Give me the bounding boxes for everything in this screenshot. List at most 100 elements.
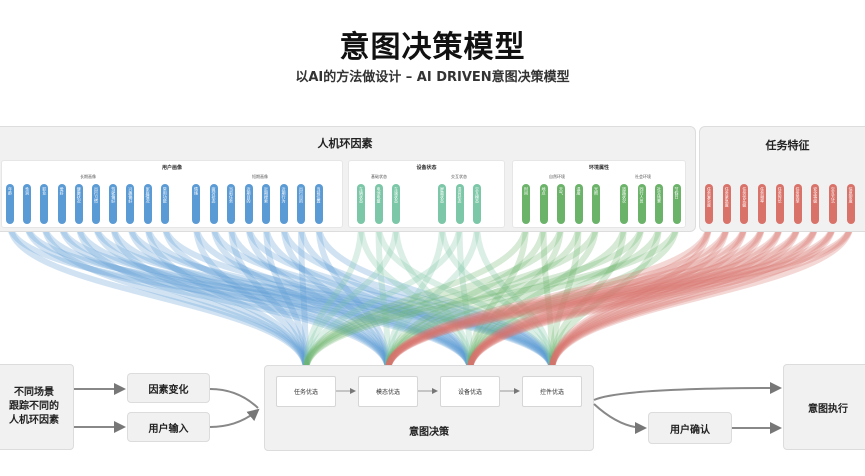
flow-ribbon	[110, 223, 473, 371]
social-env-title: 社会环境	[635, 174, 651, 179]
flow-ribbon	[467, 223, 819, 371]
factor-pill-short-term: 近期搜索	[262, 184, 270, 224]
factor-pill-natural-env: 温度	[574, 184, 583, 224]
factor-pill-task: 任务优先级	[740, 184, 749, 224]
execute-text: 意图执行	[808, 403, 848, 415]
flow-ribbon	[385, 223, 730, 371]
factor-pill-task: 任务时长	[775, 184, 784, 224]
flow-ribbon	[93, 223, 555, 371]
factor-pill-label: 任务复杂度	[707, 187, 712, 207]
factor-pill-label: 屏幕状态	[440, 187, 445, 203]
factor-pill-label: 车速状态	[394, 187, 399, 203]
factor-pill-task: 信息密度	[846, 184, 855, 224]
factor-pill-natural-env: 天气	[557, 184, 565, 224]
flow-ribbon	[549, 223, 783, 371]
user-confirm-text: 用户确认	[670, 424, 710, 436]
step-control-select: 控件优选	[522, 376, 582, 407]
flow-ribbon	[549, 223, 836, 371]
natural-env-title: 自然环境	[549, 174, 565, 179]
factor-pill-label: 疲劳状态	[211, 187, 217, 203]
factor-pill-basic-state: 车辆状态	[357, 184, 365, 224]
factor-pill-label: 天气	[559, 187, 564, 195]
factor-pill-label: 任务频率	[760, 187, 766, 203]
factor-pill-long-term: 常用功能	[160, 184, 169, 224]
flow-ribbon	[467, 223, 748, 371]
factor-pill-label: 健康状况	[76, 187, 82, 203]
flow-ribbon	[245, 223, 391, 371]
flow-ribbon	[549, 223, 766, 371]
flow-ribbon	[280, 223, 391, 371]
flow-ribbon	[315, 223, 391, 371]
factor-pill-social-env: 节假日	[672, 184, 681, 224]
flow-ribbon	[358, 223, 473, 371]
flow-ribbon	[263, 223, 309, 371]
flow-ribbon	[375, 223, 391, 371]
factor-pill-label: 信息密度	[848, 187, 854, 203]
factor-pill-natural-env: 时间	[522, 184, 530, 224]
flow-ribbon	[7, 223, 309, 371]
flow-ribbon	[193, 223, 473, 371]
environment-title: 环境属性	[588, 165, 609, 171]
flow-ribbon	[41, 223, 473, 371]
flow-ribbon	[210, 223, 555, 371]
flow-ribbon	[385, 223, 766, 371]
factor-pill-label: 兴趣偏好	[128, 187, 134, 203]
factor-pill-natural-env: 光照	[592, 184, 600, 224]
user-input-box: 用户输入	[127, 412, 210, 442]
flow-ribbon	[303, 223, 529, 371]
factor-pill-label: 家庭情况	[145, 187, 151, 203]
factor-change-text: 因素变化	[148, 384, 189, 396]
factor-pill-basic-state: 电池电量	[374, 184, 383, 224]
flow-ribbon	[467, 223, 801, 371]
flow-ribbon	[385, 223, 712, 371]
flow-ribbon	[467, 223, 712, 371]
user-profile-title: 用户画像	[161, 165, 182, 171]
flow-ribbon	[127, 223, 391, 371]
flow-ribbon	[467, 223, 783, 371]
flow-ribbon	[75, 223, 309, 371]
execute-box: 意图执行	[783, 364, 865, 450]
factor-pill-label: 社交场景	[657, 187, 662, 203]
factor-pill-short-term: 当前任务	[227, 184, 235, 224]
factor-pill-task: 交互方式	[828, 184, 837, 224]
factor-pill-social-env: 同行人员	[637, 184, 646, 224]
flow-ribbon	[385, 223, 445, 371]
flow-ribbon	[456, 223, 473, 371]
human-env-title: 人机环因素	[317, 137, 373, 150]
flow-ribbon	[280, 223, 555, 371]
factor-pill-label: 出行目的	[299, 187, 304, 203]
factor-pill-label: 职业	[42, 187, 48, 195]
factor-pill-short-term: 出行目的	[297, 184, 305, 224]
flow-ribbon	[467, 223, 766, 371]
factor-pill-label: 常用功能	[162, 187, 168, 203]
flow-ribbon	[385, 223, 480, 371]
flow-ribbon	[549, 223, 801, 371]
factor-pill-label: 任务类型	[795, 187, 801, 203]
factor-pill-label: 驾驶偏好	[111, 187, 117, 203]
decision-title: 意图决策	[409, 427, 449, 438]
flow-ribbon	[110, 223, 309, 371]
factor-pill-natural-env: 地点	[539, 184, 548, 224]
factor-pill-label: 年龄	[8, 187, 13, 195]
flow-ribbon	[298, 223, 473, 371]
user-confirm-box: 用户确认	[648, 412, 732, 444]
factor-pill-label: 任务紧急度	[724, 187, 730, 207]
factor-pill-long-term: 驾驶偏好	[109, 184, 118, 224]
factor-pill-interaction: 语音状态	[455, 184, 464, 224]
flow-ribbon	[228, 223, 473, 371]
flow-ribbon	[385, 223, 627, 371]
scene-box: 不同场景 跟踪不同的 人机环因素	[0, 364, 74, 450]
task-title: 任务特征	[765, 139, 810, 152]
flow-ribbon	[385, 223, 854, 371]
factor-pill-label: 交互模态	[475, 187, 480, 203]
flow-ribbon	[303, 223, 645, 371]
flow-ribbon	[41, 223, 309, 371]
flow-ribbon	[540, 223, 555, 371]
factor-pill-label: 同行人员	[639, 187, 645, 203]
page-subtitle: 以AI的方法做设计 – AI DRIVEN意图决策模型	[295, 70, 570, 85]
interaction-state-title: 交互状态	[451, 174, 467, 179]
factor-pill-long-term: 兴趣偏好	[126, 184, 135, 224]
flow-ribbon	[93, 223, 391, 371]
flow-ribbon	[385, 223, 547, 371]
factor-pill-label: 车辆状态	[359, 187, 364, 203]
